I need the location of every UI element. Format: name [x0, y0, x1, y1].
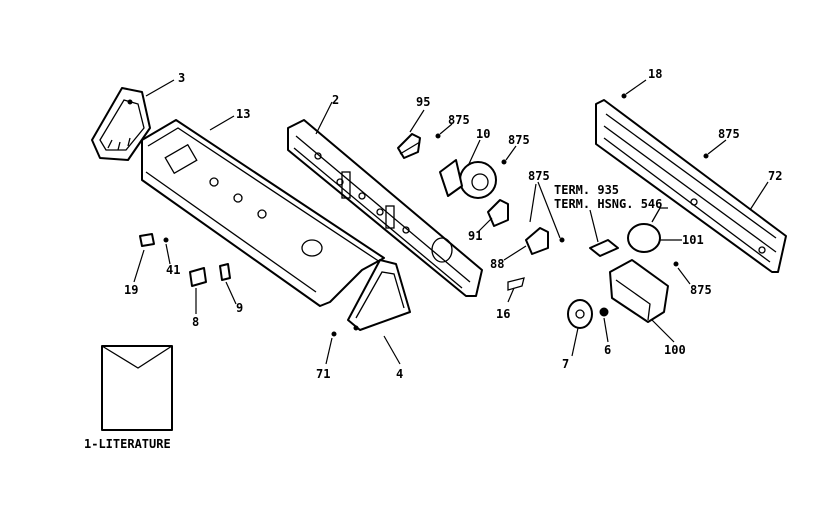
part-6-nut	[599, 307, 609, 317]
label-part-6: 6	[604, 343, 611, 357]
label-term-935: TERM. 935	[554, 183, 619, 197]
label-part-16: 16	[496, 307, 510, 321]
label-part-41: 41	[166, 263, 180, 277]
part-2-control-panel	[287, 119, 483, 297]
part-88-switch	[525, 227, 549, 255]
label-part-71: 71	[316, 367, 330, 381]
label-part-18: 18	[648, 67, 662, 81]
terminal-block	[589, 239, 619, 257]
part-41-screw	[163, 237, 169, 243]
part-7-knob	[567, 299, 593, 329]
part-8-knob	[189, 267, 207, 287]
part-10-timer	[439, 159, 497, 199]
screws	[331, 93, 709, 337]
part-3-end-bracket	[91, 87, 151, 161]
part-4-end-cover	[347, 259, 411, 331]
label-part-8: 8	[192, 315, 199, 329]
label-part-875-b: 875	[508, 133, 530, 147]
label-part-875-a: 875	[448, 113, 470, 127]
part-91-switch	[487, 199, 509, 227]
part-13-console-panel	[141, 119, 385, 307]
label-literature: 1-LITERATURE	[84, 437, 171, 451]
label-part-101: 101	[682, 233, 704, 247]
literature-envelope	[101, 345, 173, 431]
label-part-72: 72	[768, 169, 782, 183]
part-95-switch	[397, 133, 421, 159]
label-part-19: 19	[124, 283, 138, 297]
part-100-timer-box	[609, 259, 669, 323]
label-part-88: 88	[490, 257, 504, 271]
part-19-clip	[139, 233, 155, 247]
part-16-clip	[507, 277, 525, 291]
label-part-4: 4	[396, 367, 403, 381]
label-part-91: 91	[468, 229, 482, 243]
label-term-hsng-546: TERM. HSNG. 546	[554, 197, 662, 211]
label-part-10: 10	[476, 127, 490, 141]
part-9-knob	[219, 263, 231, 281]
label-part-9: 9	[236, 301, 243, 315]
part-72-back-panel	[595, 99, 787, 273]
label-part-95: 95	[416, 95, 430, 109]
part-101-motor	[627, 207, 668, 253]
label-part-875-e: 875	[690, 283, 712, 297]
label-part-875-d: 875	[718, 127, 740, 141]
label-part-875-c: 875	[528, 169, 550, 183]
label-part-2: 2	[332, 93, 339, 107]
leader-lines	[133, 79, 769, 365]
label-part-3: 3	[178, 71, 185, 85]
label-part-7: 7	[562, 357, 569, 371]
label-part-100: 100	[664, 343, 686, 357]
label-part-13: 13	[236, 107, 250, 121]
